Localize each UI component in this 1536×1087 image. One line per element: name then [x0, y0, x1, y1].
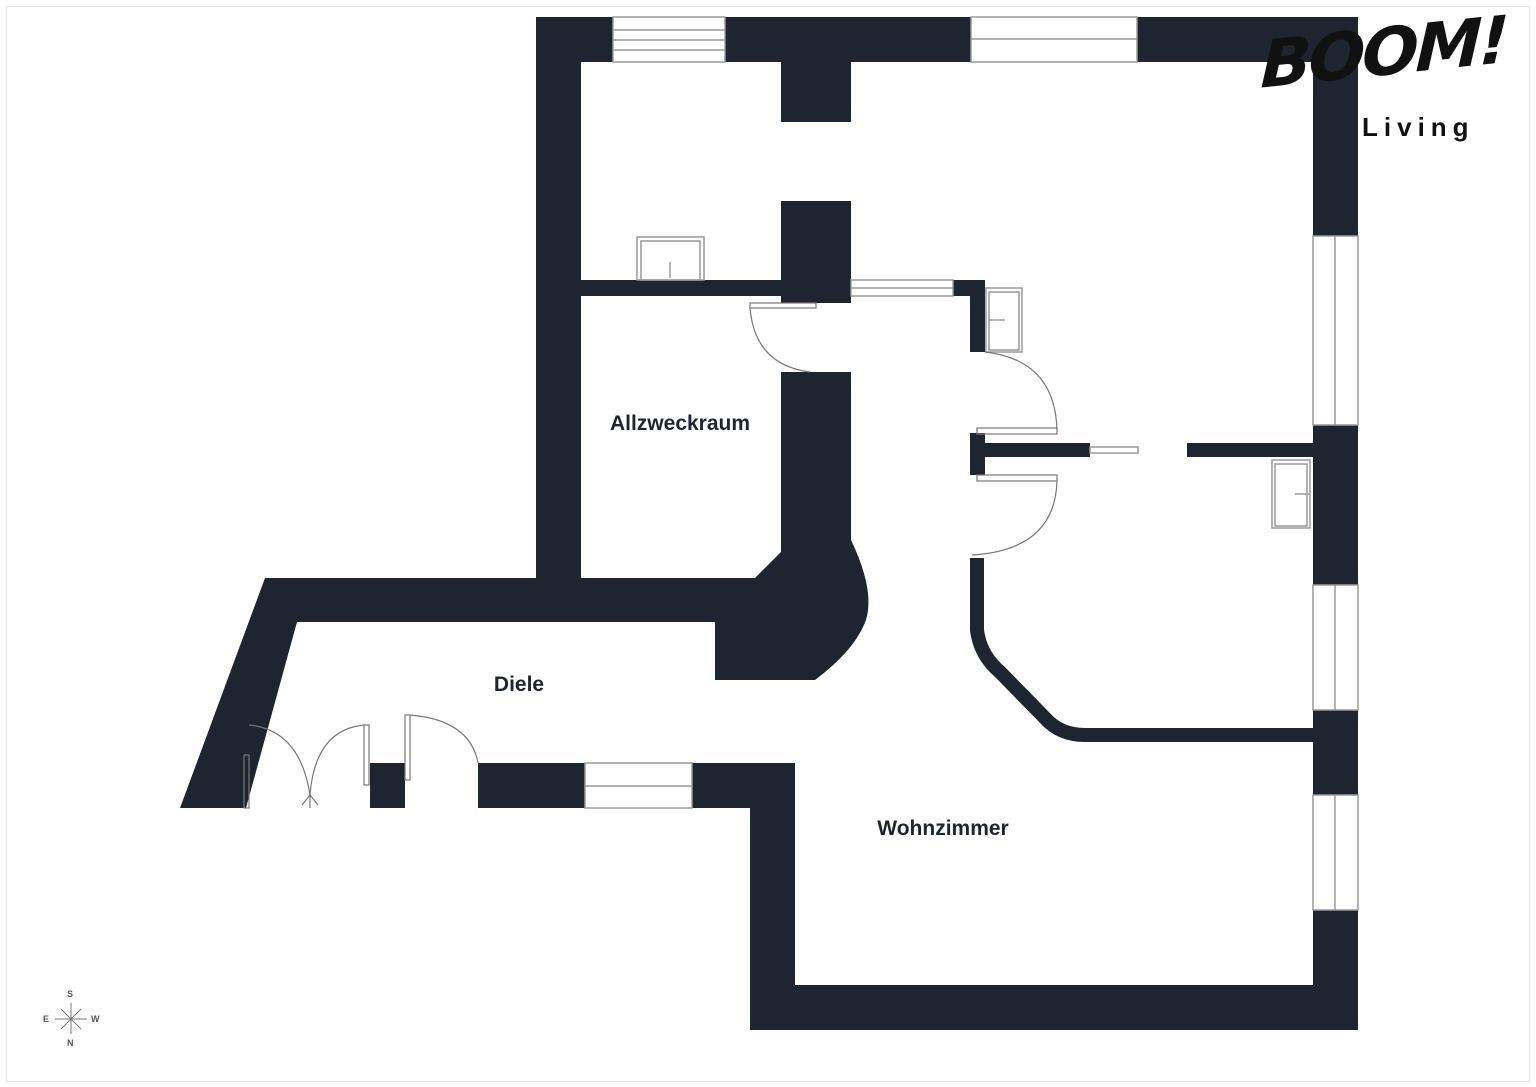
storage-wall: [581, 280, 781, 296]
brand-subtitle: Living: [1362, 112, 1475, 142]
bottom-wall: [750, 985, 1358, 1030]
compass-east: E: [43, 1014, 50, 1024]
upper-left-wall: [536, 17, 581, 592]
compass-rose: [55, 1003, 87, 1034]
doors: [243, 302, 1058, 809]
partition-left: [985, 443, 1090, 457]
compass-south: S: [67, 989, 74, 999]
compass-west: W: [91, 1014, 100, 1024]
brand-name: BOOM!: [1259, 1, 1508, 104]
corridor-wall: [970, 280, 985, 352]
top-bump: [781, 62, 851, 122]
room-label-allzweckraum: Allzweckraum: [609, 412, 751, 435]
compass-north: N: [67, 1038, 74, 1048]
central-wall-mass: [180, 372, 869, 808]
partition-right: [1187, 443, 1313, 457]
cabinet: [985, 287, 1023, 353]
plan-frame: [6, 6, 1530, 1082]
brand-logo: BOOM! Living: [1260, 1, 1512, 142]
fixtures: [636, 236, 1311, 529]
walls: [180, 17, 1358, 1030]
curved-wall: [970, 558, 1313, 742]
room-label-wohnzimmer: Wohnzimmer: [877, 817, 1009, 840]
pillar: [781, 201, 851, 303]
diele-wall-2: [478, 763, 585, 808]
door-stub: [970, 433, 985, 475]
diele-wall-1: [370, 763, 405, 808]
sliding-panel: [1089, 446, 1139, 454]
windows: [584, 16, 1359, 911]
room-label-diele: Diele: [493, 673, 545, 696]
